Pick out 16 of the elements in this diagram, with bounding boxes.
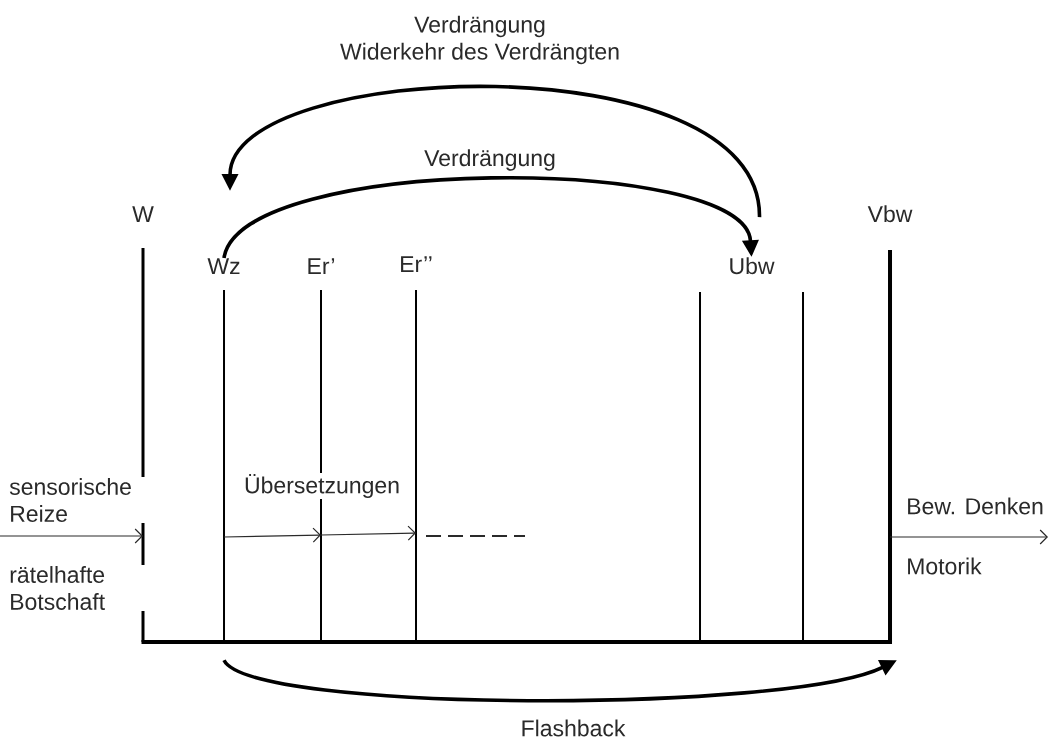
arrow [223,527,321,543]
text-label: rätelhafte Botschaft [10,566,105,610]
text-label: sensorische Reize [9,478,131,522]
vertical-line: Er’’ [401,256,432,643]
edge-label: Verdrängung Widerkehr des Verdrängten [340,15,619,65]
edge-label: Verdrängung [424,149,555,171]
text-label: Motorik [905,556,983,576]
arrow [0,528,143,544]
arrow [222,176,759,259]
arrow [889,529,1048,545]
arrow [320,525,416,541]
line-pair: Ubw [699,257,804,643]
text-label: Übersetzungen [243,473,401,499]
vertical-line: Wz [207,258,240,643]
edge-label: Flashback [522,719,626,737]
text-label: Bew. Denken [905,496,1045,516]
